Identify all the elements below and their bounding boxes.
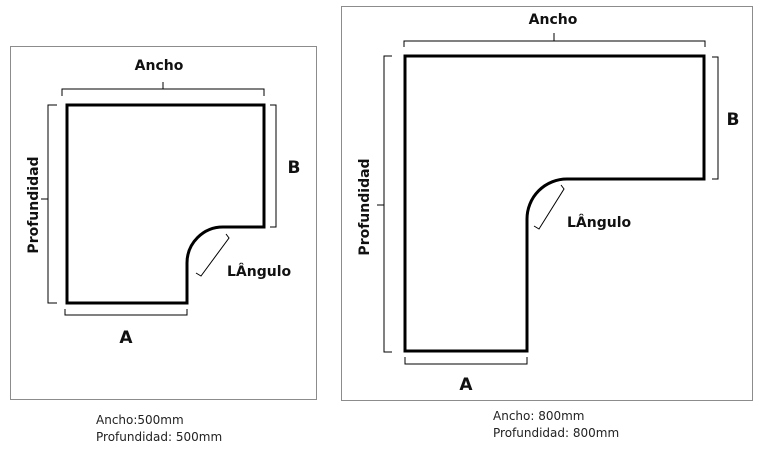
- right-depth-bracket: [383, 55, 392, 353]
- right-side-b-label: B: [727, 110, 740, 130]
- left-depth-label: Profundidad: [26, 156, 42, 253]
- right-angle-indicator: [533, 184, 565, 230]
- left-side-a-label: A: [119, 328, 133, 348]
- left-side-b-bracket: [270, 104, 277, 228]
- right-diagram-panel: [341, 6, 753, 401]
- right-angle-label: LÂngulo: [567, 214, 632, 231]
- right-caption-depth: Profundidad: 800mm: [493, 426, 620, 440]
- left-desk-diagram: Ancho Profundidad B A LÂngulo: [26, 58, 300, 348]
- right-depth-label: Profundidad: [357, 158, 373, 255]
- right-side-b-bracket: [712, 56, 719, 180]
- right-side-a-bracket: [404, 357, 528, 365]
- right-width-label: Ancho: [529, 12, 578, 28]
- right-dimensions-caption: Ancho: 800mm Profundidad: 800mm: [493, 408, 619, 442]
- left-side-b-label: B: [288, 158, 301, 178]
- right-width-bracket: [403, 40, 706, 47]
- left-width-bracket: [61, 88, 265, 96]
- right-desk-outline: [403, 54, 706, 353]
- left-side-a-bracket: [64, 309, 188, 316]
- right-desk-diagram: Ancho Profundidad B A LÂngulo: [357, 12, 739, 395]
- left-desk-outline: [65, 103, 266, 305]
- left-angle-label: LÂngulo: [227, 263, 292, 280]
- right-caption-width: Ancho: 800mm: [493, 409, 585, 423]
- left-dimensions-caption: Ancho:500mm Profundidad: 500mm: [96, 412, 222, 446]
- left-caption-depth: Profundidad: 500mm: [96, 430, 223, 444]
- right-side-a-label: A: [459, 375, 473, 395]
- left-width-label: Ancho: [135, 58, 184, 74]
- left-depth-bracket: [47, 104, 57, 304]
- left-angle-indicator: [195, 233, 230, 277]
- left-caption-width: Ancho:500mm: [96, 413, 184, 427]
